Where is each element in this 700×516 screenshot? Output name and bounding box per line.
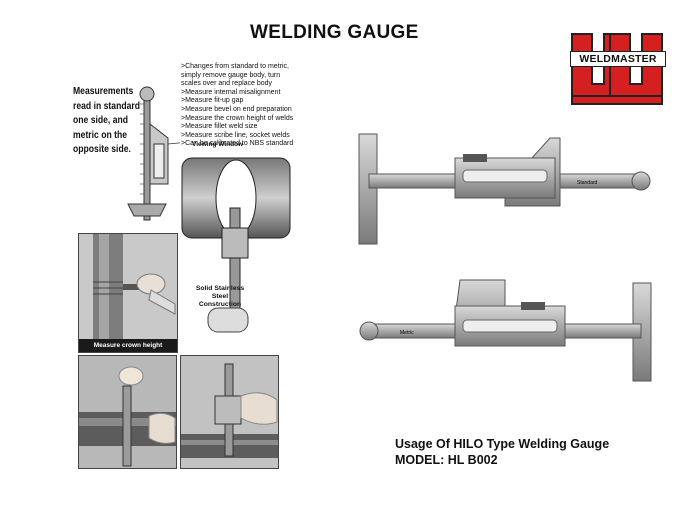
crown-height-caption: Measure crown height — [79, 339, 177, 352]
feature-item: simply remove gauge body, turn — [181, 71, 281, 79]
feature-item: >Changes from standard to metric, — [181, 63, 289, 70]
gauge-standard-side: Standard Metric — [358, 133, 652, 382]
misalignment-photo — [180, 355, 279, 469]
feature-item: >Measure internal misalignment — [181, 88, 281, 96]
caption-line-1: Usage Of HILO Type Welding Gauge — [395, 437, 610, 451]
feature-item: scales over and replace body — [181, 80, 273, 88]
solid-construction-label: Solid Stainless Steel Construction — [195, 285, 245, 308]
measurement-note: Measurements read in standard one side, … — [73, 85, 140, 155]
feature-item: >Measure scribe line, socket welds — [181, 131, 290, 139]
gauge-drawing — [127, 86, 180, 221]
feature-item: >Measure fillet weld size — [181, 123, 258, 131]
caption-line-2: MODEL: HL B002 — [395, 453, 498, 467]
fitup-photo — [78, 355, 177, 469]
standard-scale-label: Standard — [577, 180, 598, 186]
metric-scale-label: Metric — [400, 330, 414, 336]
fitup-photo-art — [79, 366, 176, 467]
gauge-caption: Usage Of HILO Type Welding Gauge MODEL: … — [395, 436, 609, 468]
crown-photo-art — [93, 234, 176, 352]
feature-item: >Can be calibrated to NBS standard — [181, 140, 294, 148]
feature-item: >Measure the crown height of welds — [181, 114, 294, 122]
weldmaster-logo: WELDMASTER — [568, 30, 666, 114]
crown-height-photo: Measure crown height — [78, 233, 178, 353]
misalignment-photo-art — [181, 363, 278, 458]
feature-list: >Changes from standard to metric, simply… — [181, 63, 294, 149]
page-title: WELDING GAUGE — [250, 22, 419, 43]
feature-item: >Measure fit-up gap — [181, 97, 244, 105]
pipe-illustration — [181, 157, 291, 333]
feature-item: >Measure bevel on end preparation — [181, 105, 292, 113]
viewing-window-label: Viewing Window — [192, 141, 244, 148]
logo-mark — [571, 33, 663, 105]
logo-text: WELDMASTER — [570, 51, 666, 67]
